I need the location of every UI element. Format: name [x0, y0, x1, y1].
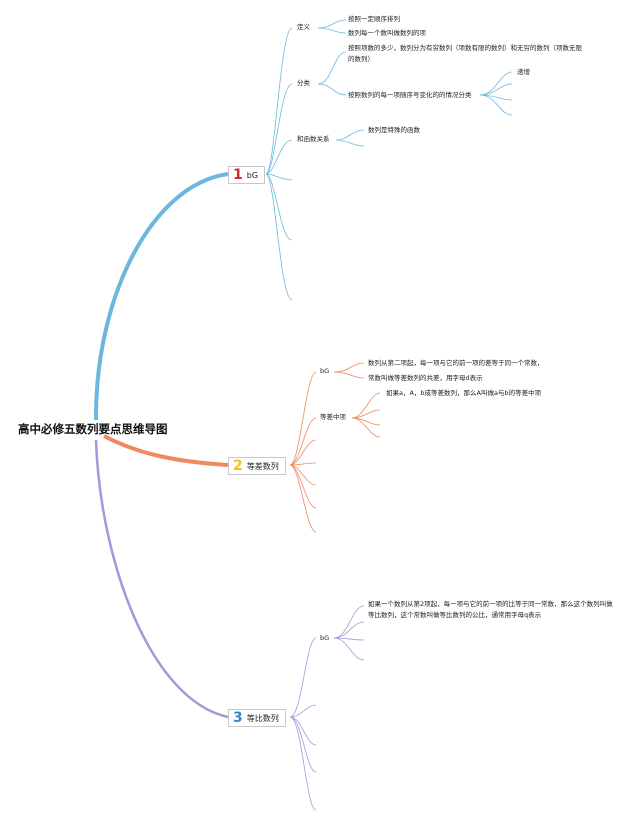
branch-2-node[interactable]: 2 等差数列 — [228, 457, 286, 475]
branch-1-node[interactable]: 1 bG — [228, 166, 266, 184]
arithmetic-definition-node[interactable]: bG — [320, 367, 330, 375]
middle-term-item[interactable]: 如果a，A，b成等差数列，那么A叫做a与b的等差中项 — [386, 389, 542, 397]
function-relation-node[interactable]: 和函数关系 — [297, 135, 330, 143]
classification-by-count[interactable]: 按照项数的多少，数列分为有穷数列（项数有限的数列）和无穷的数列（项数无限的数列） — [348, 44, 582, 63]
classification-by-change[interactable]: 按照数列的每一项随序号变化的的情况分类 — [348, 91, 472, 99]
branch-1-label: bG — [246, 170, 259, 180]
classification-increasing[interactable]: 递增 — [517, 68, 530, 76]
connector-group-branch-1 — [265, 19, 513, 301]
branch-2-label: 等差数列 — [246, 461, 279, 471]
arithmetic-definition-item-2[interactable]: 常数叫做等差数列的共差，用字母d表示 — [368, 374, 483, 382]
middle-term-node[interactable]: 等差中项 — [320, 413, 346, 421]
root-title: 高中必修五数列要点思维导图 — [18, 422, 168, 436]
definition-item-2[interactable]: 数列每一个数叫做数列的项 — [348, 29, 426, 37]
connector-group-branch-2 — [289, 362, 381, 533]
geometric-definition-node[interactable]: bG — [320, 634, 330, 642]
branch-3-node[interactable]: 3 等比数列 — [228, 709, 286, 727]
connector-branch-1 — [93, 172, 229, 421]
definition-node[interactable]: 定义 — [297, 23, 310, 31]
classification-node[interactable]: 分类 — [297, 79, 310, 87]
function-relation-item[interactable]: 数列是特殊的函数 — [368, 126, 420, 134]
connector-group-branch-3 — [289, 605, 365, 811]
geometric-definition-item[interactable]: 如果一个数列从第2项起，每一项与它的前一项的比等于同一常数，那么这个数列叫做等比… — [368, 600, 613, 619]
branch-number-1: 1 — [233, 167, 243, 183]
arithmetic-definition-item-1[interactable]: 数列从第二项起，每一项与它的前一项的差等于同一个常数， — [368, 359, 544, 367]
branch-3-label: 等比数列 — [246, 713, 279, 723]
branch-number-2: 2 — [233, 458, 243, 474]
branch-number-3: 3 — [233, 710, 243, 726]
connector-branch-3 — [94, 439, 229, 719]
definition-item-1[interactable]: 按照一定顺序排列 — [348, 15, 400, 23]
connector-branch-2 — [103, 434, 229, 467]
